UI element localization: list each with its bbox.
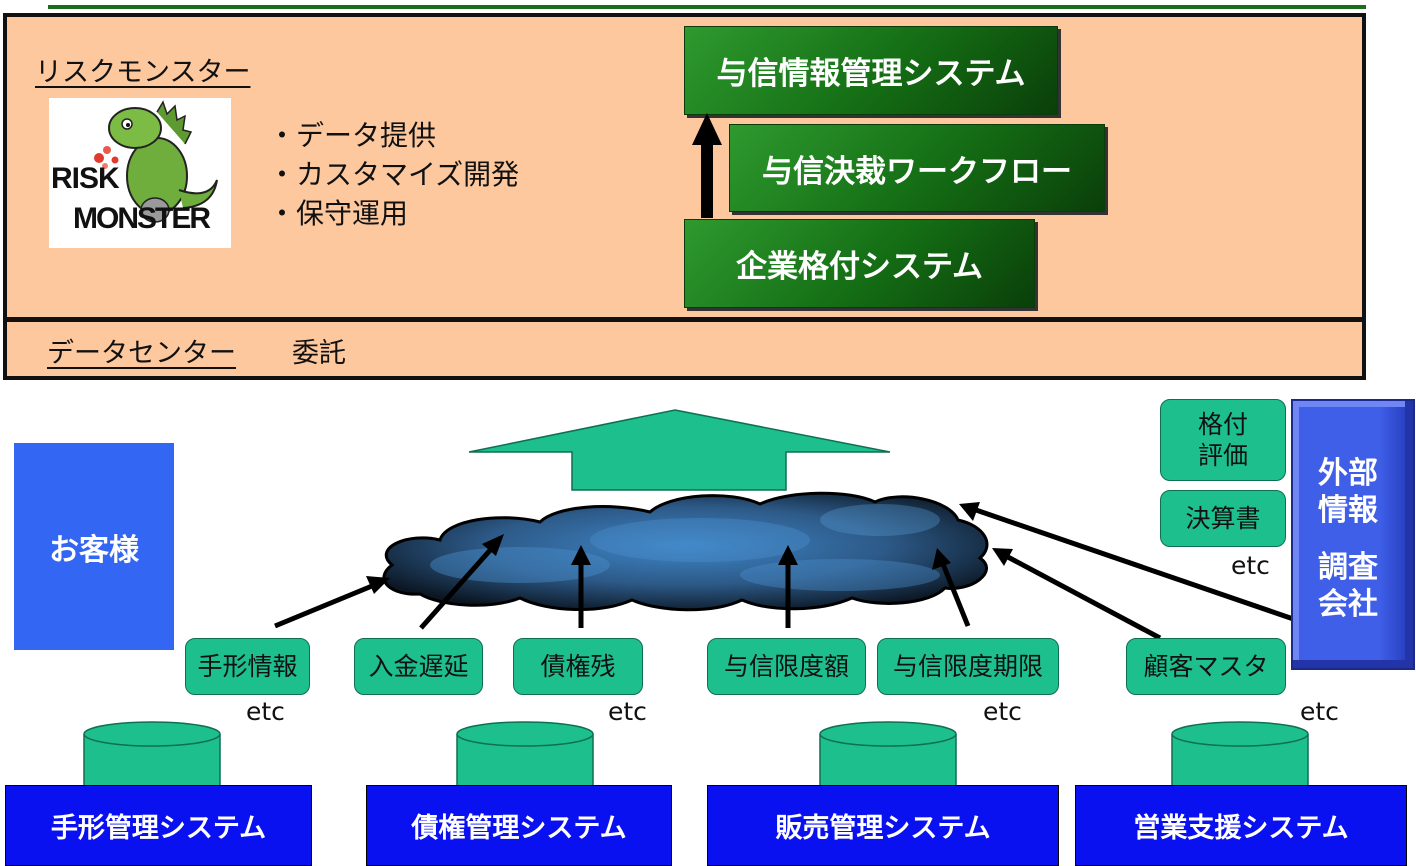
service-item: ・カスタマイズ開発 [268, 158, 520, 191]
datacenter-panel [3, 318, 1366, 380]
big-up-arrow-icon [468, 409, 891, 491]
arrowhead-icon [992, 548, 1013, 566]
system-sales-support: 営業支援システム [1075, 785, 1407, 866]
service-item: ・データ提供 [268, 119, 437, 152]
external-research-company: 外部 情報 調査 会社 [1291, 399, 1415, 670]
external-line4: 会社 [1318, 587, 1378, 622]
system-sales-management: 販売管理システム [707, 785, 1059, 866]
top-divider-line [48, 5, 1366, 9]
services-list: ・データ提供 ・カスタマイズ開発 ・保守運用 [268, 116, 519, 233]
rating-system-box: 企業格付システム [684, 219, 1035, 308]
arrowhead-icon [778, 545, 798, 565]
arrowhead-icon [932, 548, 951, 570]
etc-label: etc [983, 697, 1022, 726]
external-line2: 情報 [1318, 493, 1378, 528]
arrowhead-icon [482, 534, 504, 556]
risk-monster-logo: RISK MONSTER [49, 98, 231, 248]
service-item: ・保守運用 [268, 197, 409, 230]
rating-line1: 格付 [1197, 410, 1248, 439]
datacenter-note: 委託 [292, 338, 346, 369]
external-line1: 外部 [1318, 456, 1378, 491]
external-etc-label: etc [1231, 551, 1270, 580]
system-receivables-management: 債権管理システム [366, 785, 672, 866]
data-item-customer-master: 顧客マスタ [1126, 638, 1286, 695]
arrowhead-icon [571, 545, 591, 565]
customer-block: お客様 [14, 443, 174, 650]
logo-text-monster: MONSTER [73, 202, 211, 235]
credit-workflow-box: 与信決裁ワークフロー [729, 124, 1105, 212]
monster-icon [94, 100, 218, 223]
data-item-payment-delay: 入金遅延 [354, 638, 483, 695]
credit-info-system-box: 与信情報管理システム [684, 26, 1058, 115]
datacenter-title: データセンター [47, 338, 236, 369]
etc-label: etc [246, 697, 285, 726]
rating-line2: 評価 [1197, 441, 1248, 470]
risk-monster-title: リスクモンスター [35, 57, 251, 88]
etc-label: etc [1300, 697, 1339, 726]
external-line3: 調査 [1318, 550, 1378, 585]
external-item-rating: 格付 評価 [1160, 399, 1286, 481]
external-item-financials: 決算書 [1160, 490, 1286, 547]
data-item-receivables: 債権残 [513, 638, 643, 695]
logo-text-risk: RISK [51, 162, 120, 195]
data-item-credit-limit-term: 与信限度期限 [877, 638, 1059, 695]
upward-arrow-icon [692, 113, 722, 218]
arrowhead-icon [366, 576, 390, 594]
system-bill-management: 手形管理システム [5, 785, 312, 866]
cloud-icon [382, 491, 989, 612]
data-item-bill-info: 手形情報 [185, 638, 310, 695]
etc-label: etc [608, 697, 647, 726]
arrowhead-icon [959, 502, 980, 521]
data-item-credit-limit: 与信限度額 [707, 638, 866, 695]
